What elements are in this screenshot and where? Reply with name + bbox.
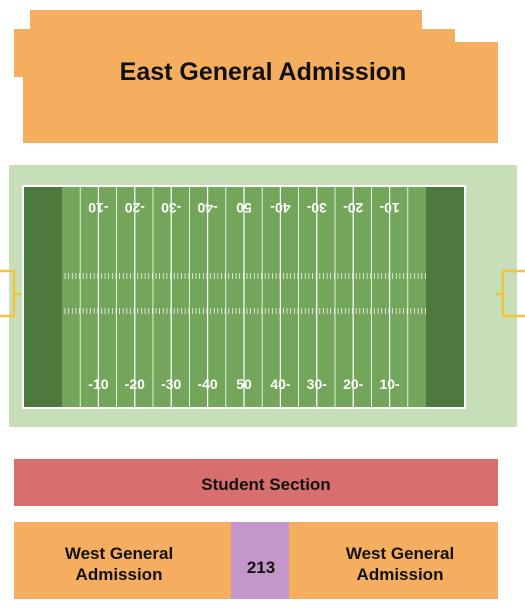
yard-number-bottom: -40 <box>197 376 217 392</box>
yard-number-top: -40 <box>197 200 217 216</box>
yard-number-bottom: 40- <box>270 376 291 392</box>
section-east-general-admission[interactable]: East General Admission <box>14 10 498 143</box>
yard-number-top: -10 <box>88 200 108 216</box>
yard-number-top: 30- <box>306 200 327 216</box>
section-213[interactable]: 213 <box>231 522 289 599</box>
yard-number-top: -20 <box>124 200 144 216</box>
west-general-admission-left-shape[interactable] <box>14 522 231 599</box>
yard-number-bottom: 10- <box>379 376 400 392</box>
yard-number-top: 40- <box>270 200 291 216</box>
yard-number-top: -30 <box>161 200 181 216</box>
west-general-admission-left-label-line2: Admission <box>76 565 163 584</box>
west-general-admission-left-label-line1: West General <box>65 544 173 563</box>
yard-number-bottom: 20- <box>343 376 364 392</box>
section-213-shape[interactable] <box>231 522 289 599</box>
section-west-general-admission-left[interactable]: West General Admission <box>14 522 231 599</box>
yard-lines <box>79 187 409 407</box>
yard-number-top: 50 <box>236 200 252 216</box>
west-general-admission-right-shape[interactable] <box>289 522 498 599</box>
endzone-right <box>426 187 464 407</box>
goalpost-right-icon <box>496 269 525 318</box>
hash-marks <box>64 273 426 314</box>
yard-number-bottom: -10 <box>88 376 108 392</box>
student-section-label: Student Section <box>201 475 330 494</box>
yard-numbers-top: -10 -20 -30 -40 50 40- 30- 20- 10- <box>88 200 400 216</box>
east-general-admission-label: East General Admission <box>120 58 407 86</box>
west-general-admission-right-label-line2: Admission <box>357 565 444 584</box>
section-213-label: 213 <box>247 558 275 577</box>
east-general-admission-shape[interactable] <box>14 10 498 143</box>
yard-number-bottom: 50 <box>236 376 252 392</box>
west-general-admission-right-label-line1: West General <box>346 544 454 563</box>
endzone-left <box>24 187 62 407</box>
yard-number-bottom: 30- <box>307 376 328 392</box>
yard-number-bottom: -20 <box>125 376 145 392</box>
goalpost-left-icon <box>0 269 22 318</box>
student-section-shape[interactable] <box>14 459 498 506</box>
yard-numbers-bottom: -10 -20 -30 -40 50 40- 30- 20- 10- <box>88 376 400 392</box>
section-student-section[interactable]: Student Section <box>14 459 498 506</box>
football-field: -10 -20 -30 -40 50 40- 30- 20- 10- -10 -20 -30 -40 5… <box>0 165 525 427</box>
yard-number-bottom: -30 <box>161 376 181 392</box>
yard-number-top: 10- <box>379 200 400 216</box>
yard-number-top: 20- <box>343 200 364 216</box>
section-west-general-admission-right[interactable]: West General Admission <box>289 522 498 599</box>
